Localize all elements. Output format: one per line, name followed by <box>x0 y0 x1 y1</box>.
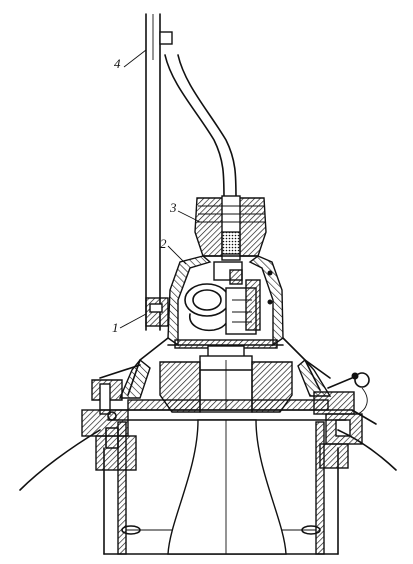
callout-2: 2 <box>160 236 167 251</box>
rod-block <box>159 31 173 45</box>
callout-4: 4 <box>114 56 121 71</box>
mounting-plate <box>99 399 353 421</box>
threaded-fitting <box>194 195 267 261</box>
vertical-rod <box>145 13 161 331</box>
callout-3: 3 <box>169 200 177 215</box>
valve-mechanism <box>184 261 273 335</box>
boiler-shell <box>19 409 397 491</box>
rod-clamp <box>145 297 169 327</box>
callout-1: 1 <box>112 320 119 335</box>
curved-tube <box>164 54 237 201</box>
pin-and-ring <box>327 372 370 415</box>
flared-stem <box>167 419 287 555</box>
leader-lines <box>119 49 201 329</box>
